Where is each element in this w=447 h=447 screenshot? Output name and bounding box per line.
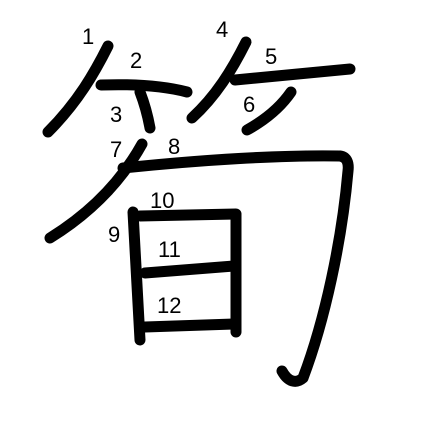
stroke-number-8: 8: [168, 134, 180, 159]
stroke-6: [241, 86, 297, 136]
stroke-number-7: 7: [110, 137, 122, 162]
stroke-3: [134, 86, 156, 134]
stroke-number-4: 4: [216, 17, 228, 42]
stroke-5: [229, 63, 356, 86]
stroke-number-6: 6: [243, 92, 255, 117]
stroke-number-10: 10: [150, 188, 174, 213]
stroke-4: [186, 36, 252, 124]
stroke-2: [95, 79, 193, 98]
stroke-11: [139, 260, 240, 279]
stroke-7: [44, 138, 148, 244]
stroke-number-3: 3: [110, 102, 122, 127]
stroke-10: [134, 208, 242, 338]
stroke-number-9: 9: [108, 222, 120, 247]
stroke-number-2: 2: [130, 48, 142, 73]
stroke-9: [127, 206, 146, 346]
stroke-number-11: 11: [158, 237, 181, 262]
stroke-8: [117, 150, 354, 387]
stroke-number-12: 12: [157, 293, 181, 318]
stroke-number-5: 5: [265, 44, 277, 69]
stroke-1: [42, 40, 114, 138]
stroke-12: [139, 318, 240, 333]
stroke-number-1: 1: [82, 24, 94, 49]
